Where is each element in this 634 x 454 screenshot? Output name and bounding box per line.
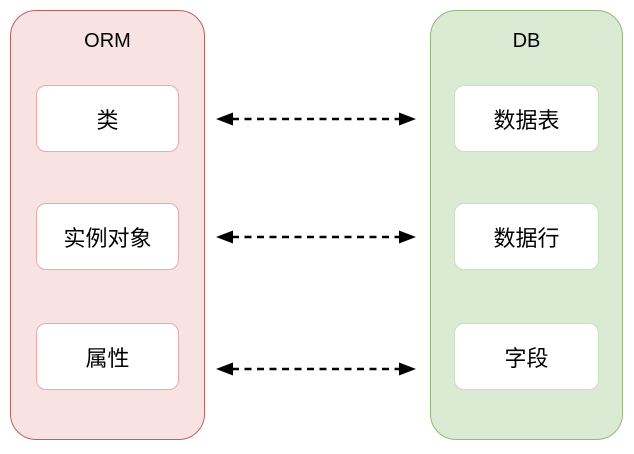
db-node-field: 字段 bbox=[454, 323, 599, 390]
db-group-title: DB bbox=[512, 30, 541, 52]
orm-group-container: ORM 类 实例对象 属性 bbox=[10, 10, 205, 440]
orm-node-class-label: 类 bbox=[96, 107, 119, 133]
double-arrow-instance-row-icon bbox=[216, 230, 416, 244]
orm-node-class: 类 bbox=[36, 85, 179, 152]
orm-node-instance-object-label: 实例对象 bbox=[63, 225, 152, 251]
double-arrow-attribute-field-icon bbox=[216, 362, 416, 376]
orm-group-title: ORM bbox=[84, 30, 131, 52]
db-node-table: 数据表 bbox=[454, 85, 599, 152]
orm-node-attribute: 属性 bbox=[36, 323, 179, 390]
db-group-container: DB 数据表 数据行 字段 bbox=[430, 10, 623, 440]
db-node-row-label: 数据行 bbox=[493, 225, 560, 251]
orm-node-instance-object: 实例对象 bbox=[36, 203, 179, 270]
double-arrow-class-table-icon bbox=[216, 112, 416, 126]
db-node-row: 数据行 bbox=[454, 203, 599, 270]
orm-node-attribute-label: 属性 bbox=[85, 345, 130, 371]
db-node-field-label: 字段 bbox=[504, 345, 549, 371]
db-node-table-label: 数据表 bbox=[493, 107, 560, 133]
